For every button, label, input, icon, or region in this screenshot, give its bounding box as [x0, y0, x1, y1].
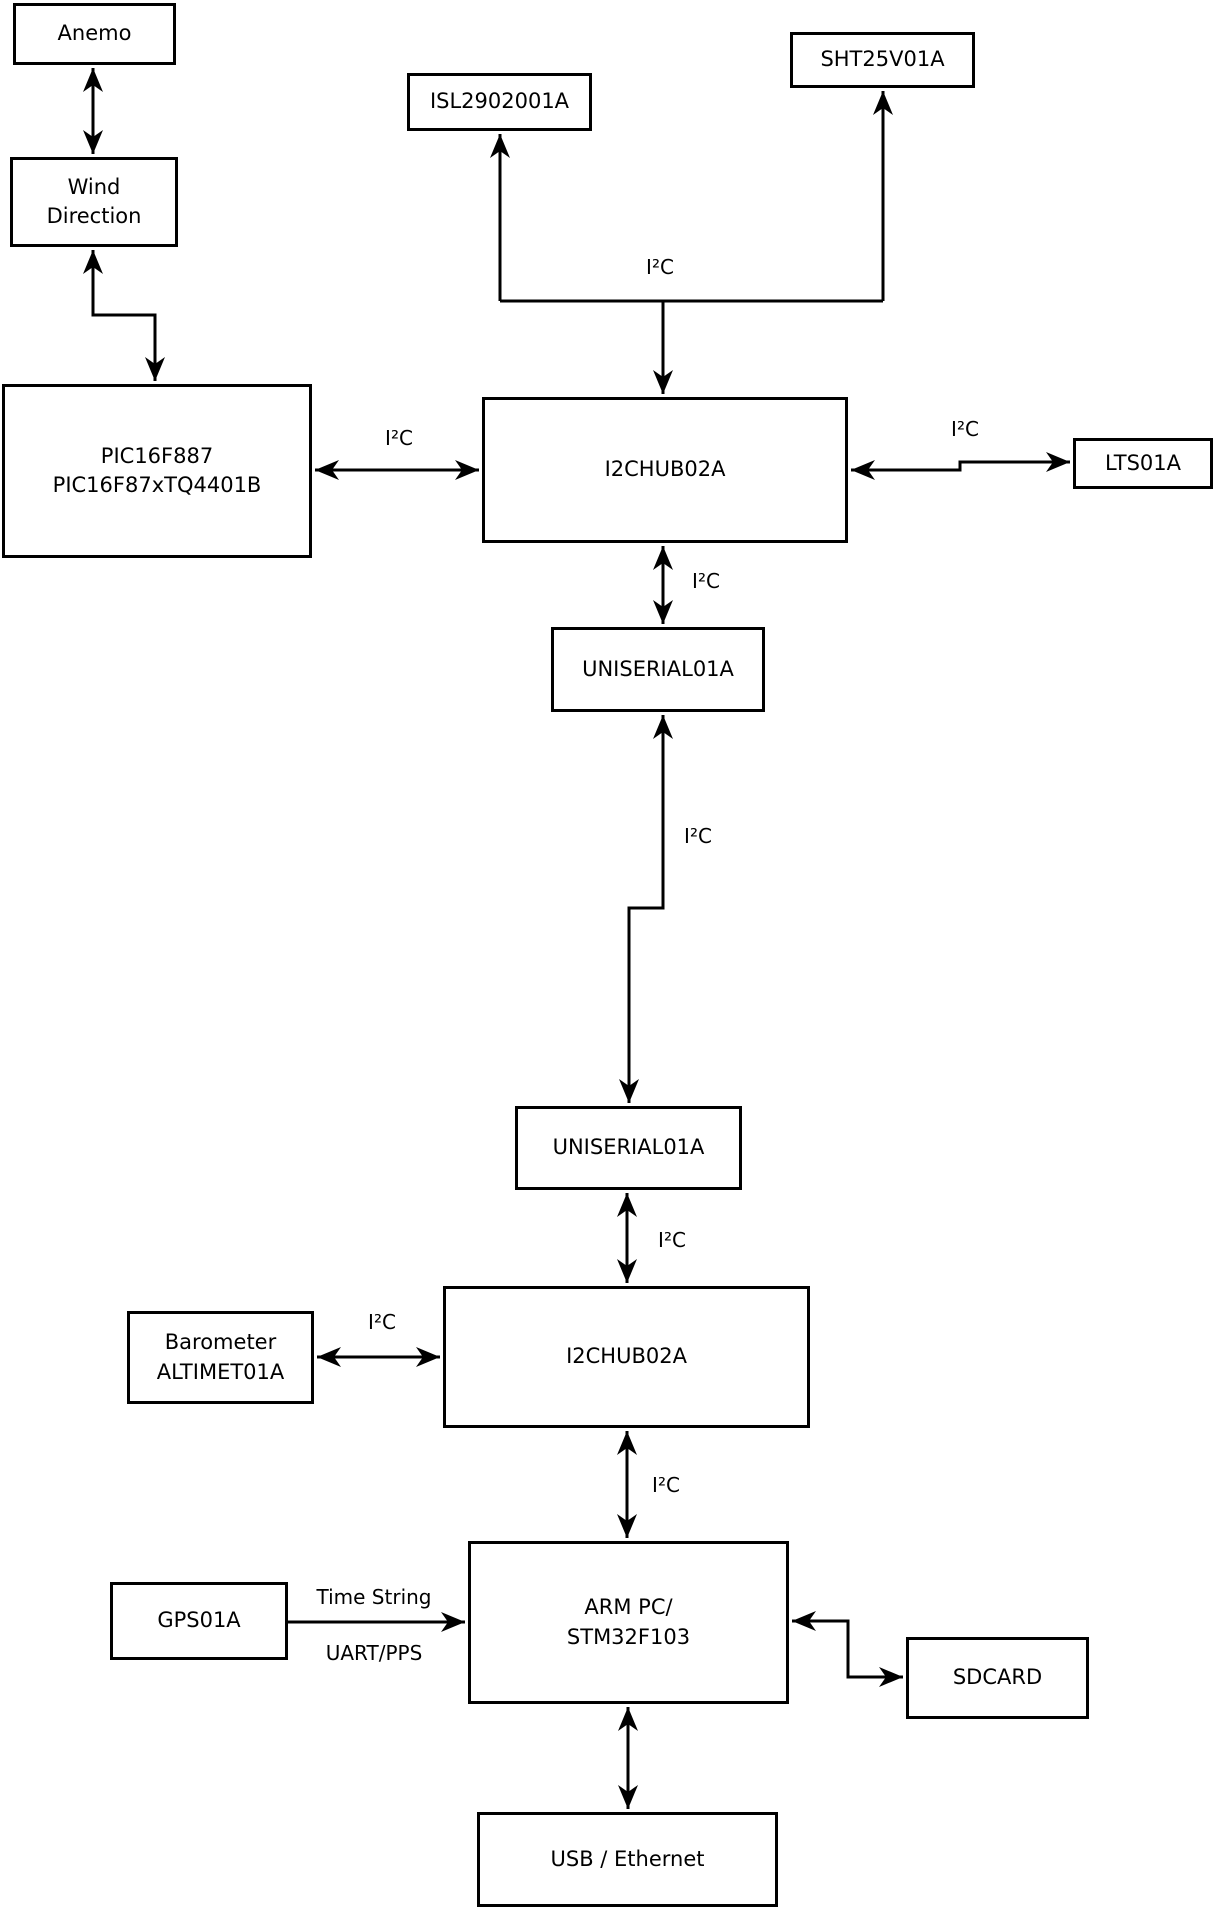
label-pic-hub1-i2c: I²C [385, 426, 413, 450]
label-hub2-arm-i2c: I²C [652, 1473, 680, 1497]
node-sdcard: SDCARD [906, 1637, 1089, 1719]
node-gps01a: GPS01A [110, 1582, 288, 1660]
label-hub1-uniserial1-i2c: I²C [692, 569, 720, 593]
node-pic16f887: PIC16F887 PIC16F87xTQ4401B [2, 384, 312, 558]
label-bus-top-i2c: I²C [646, 255, 674, 279]
node-lts01a: LTS01A [1073, 438, 1213, 489]
node-usb-ethernet: USB / Ethernet [477, 1812, 778, 1907]
label-uniserial-long-i2c: I²C [684, 824, 712, 848]
node-sht25v01a: SHT25V01A [790, 32, 975, 88]
node-uniserial01a-1: UNISERIAL01A [551, 627, 765, 712]
node-isl2902001a: ISL2902001A [407, 73, 592, 131]
node-uniserial01a-2: UNISERIAL01A [515, 1106, 742, 1190]
label-gps-arm-uart-pps: UART/PPS [325, 1641, 423, 1665]
label-hub1-lts-i2c: I²C [951, 417, 979, 441]
node-i2chub02a-2: I2CHUB02A [443, 1286, 810, 1428]
label-gps-arm-time-string: Time String [316, 1585, 432, 1609]
label-uniserial2-hub2-i2c: I²C [658, 1228, 686, 1252]
edge-hub1-lts [851, 452, 1070, 480]
edge-arm-sdcard [792, 1611, 903, 1687]
node-arm-pc-stm32f103: ARM PC/ STM32F103 [468, 1541, 789, 1704]
node-i2chub02a-1: I2CHUB02A [482, 397, 848, 543]
edge-uniserial1-uniserial2 [619, 715, 673, 1103]
node-anemo: Anemo [13, 3, 176, 65]
label-barometer-hub2-i2c: I²C [368, 1310, 396, 1334]
edge-winddirection-pic [83, 250, 165, 381]
node-barometer-altimet01a: Barometer ALTIMET01A [127, 1311, 314, 1404]
node-wind-direction: Wind Direction [10, 157, 178, 247]
